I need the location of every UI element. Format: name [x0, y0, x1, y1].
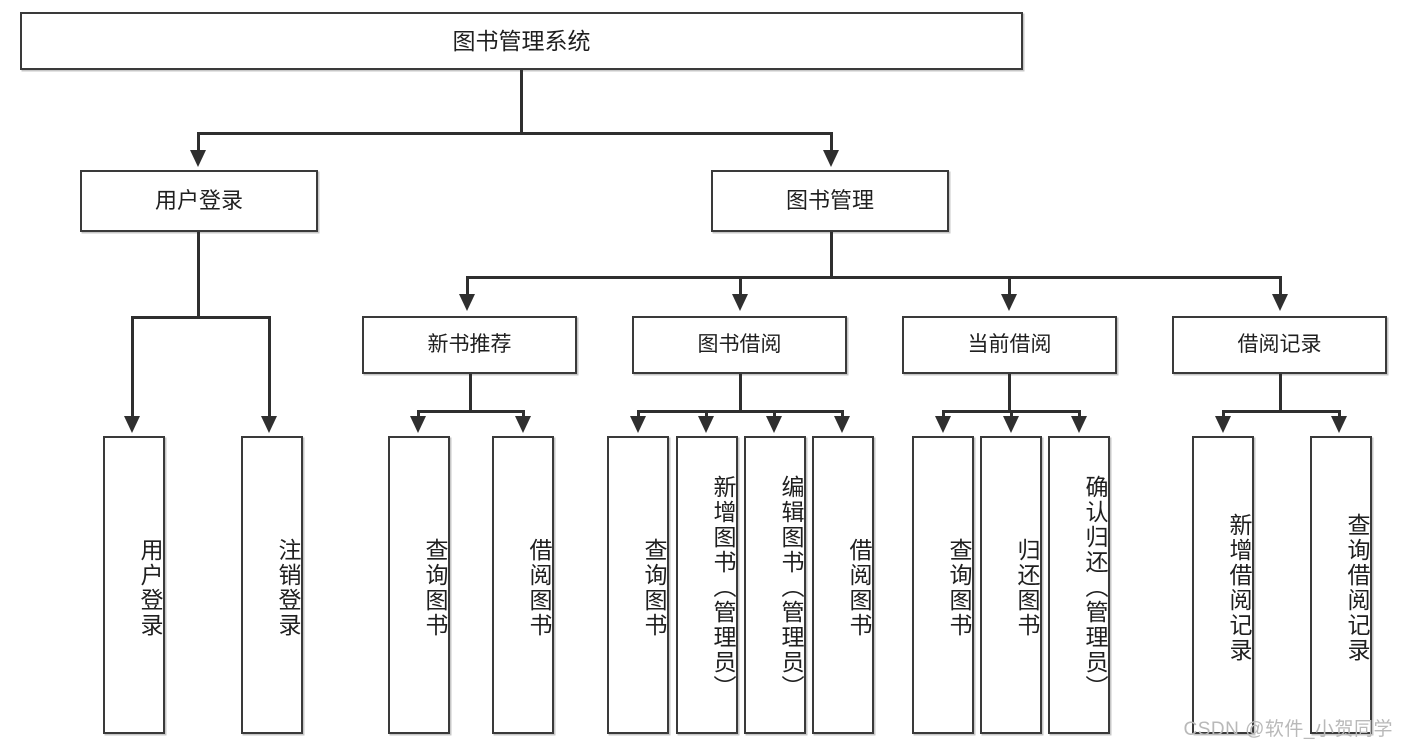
- connector-root-stem: [520, 70, 523, 134]
- connector-borrow-record-bus: [1222, 410, 1341, 413]
- connector-new-book-stem: [469, 374, 472, 412]
- arrowhead-to-borrow-record: [1272, 294, 1288, 311]
- leaf-new-book-query-book[interactable]: 查询图书: [388, 436, 450, 734]
- connector-borrow-record-branch-1: [1222, 410, 1225, 420]
- leaf-user-logout[interactable]: 注销登录: [241, 436, 303, 734]
- connector-book-borrow-branch-2: [705, 410, 708, 420]
- arrowhead-book-borrow-leaf-4: [834, 416, 850, 433]
- connector-book-borrow-bus: [637, 410, 843, 413]
- node-current-borrow[interactable]: 当前借阅: [902, 316, 1117, 374]
- node-label: 查询图书: [641, 538, 667, 638]
- node-label: 借阅图书: [846, 538, 872, 638]
- node-label: 用户登录: [154, 188, 243, 214]
- node-user-login[interactable]: 用户登录: [80, 170, 318, 232]
- arrowhead-user-login-leaf-1: [124, 416, 140, 433]
- arrowhead-to-user-login: [190, 150, 206, 167]
- node-new-book-recommend[interactable]: 新书推荐: [362, 316, 577, 374]
- arrowhead-user-login-leaf-2: [261, 416, 277, 433]
- node-label: 图书借阅: [697, 332, 782, 356]
- leaf-borrow-record-add-record[interactable]: 新增借阅记录: [1192, 436, 1254, 734]
- arrowhead-to-new-book-recommend: [459, 294, 475, 311]
- arrowhead-to-book-borrow: [732, 294, 748, 311]
- node-label: 查询图书: [422, 538, 448, 638]
- leaf-book-borrow-query-book[interactable]: 查询图书: [607, 436, 669, 734]
- node-label: 当前借阅: [967, 332, 1052, 356]
- arrowhead-borrow-record-leaf-2: [1331, 416, 1347, 433]
- connector-user-login-stem: [197, 232, 200, 318]
- connector-book-borrow-stem: [739, 374, 742, 412]
- connector-book-borrow-branch-1: [637, 410, 640, 420]
- leaf-user-login[interactable]: 用户登录: [103, 436, 165, 734]
- connector-to-current-borrow: [1008, 276, 1011, 298]
- leaf-book-borrow-add-book-admin[interactable]: 新增图书（管理员）: [676, 436, 738, 734]
- node-label: 查询借阅记录: [1344, 513, 1370, 663]
- connector-current-borrow-branch-3: [1078, 410, 1081, 420]
- arrowhead-book-borrow-leaf-3: [766, 416, 782, 433]
- node-label: 新增借阅记录: [1226, 513, 1252, 663]
- connector-book-borrow-branch-4: [841, 410, 844, 420]
- connector-root-bus: [197, 132, 833, 135]
- connector-borrow-record-branch-2: [1338, 410, 1341, 420]
- arrowhead-current-borrow-leaf-2: [1003, 416, 1019, 433]
- arrowhead-to-book-management: [823, 150, 839, 167]
- node-root-library-management-system[interactable]: 图书管理系统: [20, 12, 1023, 70]
- connector-user-login-branch-1: [131, 316, 134, 420]
- arrowhead-current-borrow-leaf-3: [1071, 416, 1087, 433]
- leaf-book-borrow-borrow-book[interactable]: 借阅图书: [812, 436, 874, 734]
- csdn-watermark: CSDN @软件_小贺同学: [1183, 719, 1393, 740]
- leaf-borrow-record-query-record[interactable]: 查询借阅记录: [1310, 436, 1372, 734]
- arrowhead-book-borrow-leaf-2: [698, 416, 714, 433]
- connector-user-login-bus: [131, 316, 268, 319]
- node-label: 用户登录: [137, 538, 163, 638]
- arrowhead-current-borrow-leaf-1: [935, 416, 951, 433]
- node-book-management[interactable]: 图书管理: [711, 170, 949, 232]
- connector-to-borrow-record: [1279, 276, 1282, 298]
- connector-book-management-bus: [466, 276, 1279, 279]
- node-book-borrow[interactable]: 图书借阅: [632, 316, 847, 374]
- connector-new-book-branch-1: [417, 410, 420, 420]
- connector-current-borrow-branch-2: [1010, 410, 1013, 420]
- node-borrow-record[interactable]: 借阅记录: [1172, 316, 1387, 374]
- arrowhead-to-current-borrow: [1001, 294, 1017, 311]
- arrowhead-borrow-record-leaf-1: [1215, 416, 1231, 433]
- connector-new-book-branch-2: [522, 410, 525, 420]
- node-label: 注销登录: [275, 538, 301, 638]
- leaf-new-book-borrow-book[interactable]: 借阅图书: [492, 436, 554, 734]
- node-label: 图书管理: [785, 188, 874, 214]
- connector-book-borrow-branch-3: [773, 410, 776, 420]
- node-label: 确认归还（管理员）: [1082, 474, 1108, 700]
- connector-to-book-borrow: [739, 276, 742, 298]
- node-label: 借阅图书: [526, 538, 552, 638]
- arrowhead-new-book-leaf-1: [410, 416, 426, 433]
- connector-current-borrow-stem: [1008, 374, 1011, 412]
- connector-borrow-record-stem: [1279, 374, 1282, 412]
- leaf-book-borrow-edit-book-admin[interactable]: 编辑图书（管理员）: [744, 436, 806, 734]
- arrowhead-book-borrow-leaf-1: [630, 416, 646, 433]
- connector-user-login-branch-2: [268, 316, 271, 420]
- node-label: 编辑图书（管理员）: [778, 474, 804, 700]
- node-label: 借阅记录: [1237, 332, 1322, 356]
- leaf-current-borrow-return-book[interactable]: 归还图书: [980, 436, 1042, 734]
- node-label: 图书管理系统: [452, 27, 591, 54]
- node-label: 查询图书: [946, 538, 972, 638]
- node-label: 新书推荐: [427, 332, 512, 356]
- connector-root-to-book-management: [830, 132, 833, 154]
- leaf-current-borrow-query-book[interactable]: 查询图书: [912, 436, 974, 734]
- node-label: 新增图书（管理员）: [710, 474, 736, 700]
- connector-new-book-bus: [417, 410, 525, 413]
- arrowhead-new-book-leaf-2: [515, 416, 531, 433]
- leaf-current-borrow-confirm-return-admin[interactable]: 确认归还（管理员）: [1048, 436, 1110, 734]
- connector-current-borrow-branch-1: [942, 410, 945, 420]
- node-label: 归还图书: [1014, 538, 1040, 638]
- connector-to-new-book-recommend: [466, 276, 469, 298]
- connector-root-to-user-login: [197, 132, 200, 154]
- connector-book-management-stem: [830, 232, 833, 278]
